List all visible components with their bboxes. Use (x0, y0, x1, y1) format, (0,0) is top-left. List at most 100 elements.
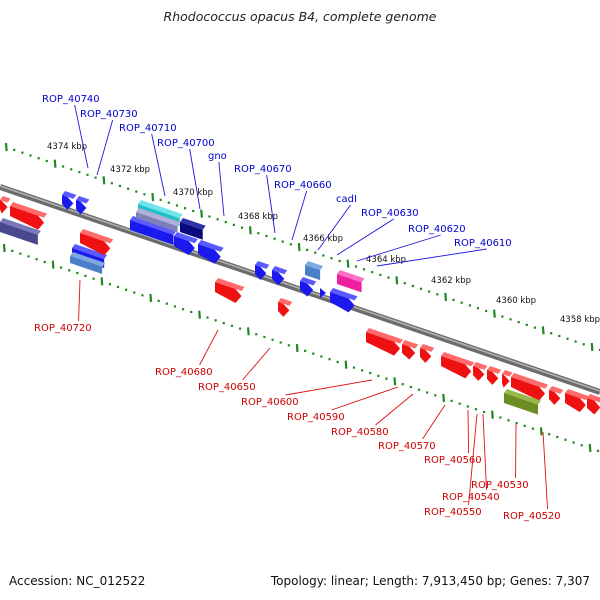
scale-tick-major (200, 209, 203, 218)
scale-tick-minor (265, 234, 268, 238)
scale-tick-minor (167, 201, 170, 204)
gene-block-forward (300, 277, 317, 297)
gene-block-reverse (502, 370, 513, 388)
scale-tick-minor (78, 171, 81, 174)
scale-tick-minor (328, 358, 331, 361)
gene-block-reverse (565, 389, 589, 413)
scale-tick-major (346, 259, 350, 268)
scale-tick-minor (330, 257, 333, 260)
gene-block-forward (330, 288, 358, 313)
callout-rop-40740 (74, 104, 89, 169)
gene-block-forward (130, 216, 177, 245)
scale-tick-major (344, 360, 348, 369)
scale-label-4358-kbp: 4358 kbp (560, 315, 600, 325)
gene-block-forward (62, 191, 77, 210)
scale-tick-minor (403, 282, 406, 285)
scale-tick-minor (556, 435, 559, 439)
scale-tick-minor (141, 294, 144, 297)
scale-tick-major (295, 343, 299, 353)
gene-block-forward (174, 232, 198, 256)
scale-tick-minor (287, 344, 290, 347)
scale-tick-minor (110, 182, 113, 185)
scale-tick-major (590, 342, 594, 352)
gene-block-forward (272, 266, 288, 286)
gene-label-rop-40590: ROP_40590 (287, 412, 345, 423)
callout-rop-40710 (151, 133, 166, 197)
scale-tick-minor (419, 287, 423, 290)
callout-rop-40630 (336, 218, 394, 256)
scale-tick-minor (181, 308, 185, 311)
scale-tick-major (393, 377, 397, 386)
callout-rop-40730 (96, 119, 114, 176)
scale-tick-minor (116, 285, 120, 289)
scale-tick-minor (385, 377, 388, 380)
gene-block-reverse (549, 386, 564, 405)
scale-label-4366-kbp: 4366 kbp (303, 234, 343, 244)
gene-label-rop-40570: ROP_40570 (378, 441, 436, 452)
gene-label-rop-40720: ROP_40720 (34, 323, 92, 334)
gene-label-rop-40740: ROP_40740 (42, 94, 100, 105)
scale-tick-minor (257, 232, 260, 235)
gene-label-rop-40710: ROP_40710 (119, 123, 177, 134)
gene-label-cadi: cadI (336, 194, 357, 205)
callout-rop-40550 (468, 413, 478, 506)
callout-rop-40540 (482, 413, 487, 491)
callout-cadi (317, 204, 351, 251)
scale-tick-minor (582, 343, 585, 346)
scale-tick-major (51, 260, 55, 269)
scale-tick-minor (371, 271, 374, 274)
scale-label-4362-kbp: 4362 kbp (431, 276, 471, 286)
scale-tick-minor (322, 254, 325, 257)
scale-tick-minor (157, 299, 160, 302)
scale-tick-minor (118, 184, 122, 188)
gene-label-rop-40620: ROP_40620 (408, 224, 466, 235)
scale-tick-minor (312, 352, 315, 355)
scale-tick-minor (255, 333, 258, 336)
scale-tick-minor (409, 385, 412, 389)
gene-label-rop-40550: ROP_40550 (424, 507, 482, 518)
scale-tick-minor (222, 322, 225, 325)
gene-block-reverse (80, 229, 114, 256)
scale-tick-minor (598, 348, 600, 351)
scale-tick-minor (436, 293, 439, 296)
scale-tick-major (248, 226, 252, 235)
gene-block-reverse (420, 344, 435, 363)
scale-tick-minor (499, 416, 502, 419)
scale-tick-minor (362, 268, 366, 271)
scale-tick-minor (572, 441, 575, 444)
scale-tick-minor (566, 337, 569, 340)
gene-label-rop-40700: ROP_40700 (157, 138, 215, 149)
callout-rop-40580 (375, 393, 414, 426)
scale-tick-minor (426, 391, 429, 394)
scale-tick-minor (352, 366, 356, 369)
callout-rop-40680 (199, 329, 219, 366)
scale-tick-minor (517, 321, 520, 324)
scale-tick-minor (281, 240, 284, 243)
scale-tick-minor (580, 444, 583, 447)
scale-label-4374-kbp: 4374 kbp (47, 142, 87, 152)
label-callouts (74, 104, 548, 510)
gene-label-rop-40610: ROP_40610 (454, 238, 512, 249)
scale-tick-major (198, 310, 201, 319)
gene-block-forward (76, 196, 90, 215)
callout-rop-40520 (542, 431, 548, 510)
scale-tick-major (541, 326, 545, 335)
scale-tick-major (493, 309, 496, 318)
scale-tick-minor (208, 215, 211, 218)
gene-block-navy (180, 218, 206, 240)
scale-tick-minor (45, 159, 48, 163)
callout-rop-40720 (78, 279, 81, 322)
scale-tick-minor (35, 258, 38, 261)
gene-block-steel (70, 252, 106, 274)
gene-block-reverse (0, 196, 11, 214)
callout-rop-40570 (422, 404, 446, 440)
gene-block-reverse (366, 328, 404, 356)
scale-tick-major (149, 293, 153, 303)
gene-block-reverse (402, 340, 419, 360)
scale-tick-major (100, 277, 104, 286)
scale-tick-minor (86, 173, 89, 176)
scale-label-4372-kbp: 4372 kbp (110, 165, 150, 175)
scale-tick-minor (466, 405, 469, 408)
gene-label-rop-40530: ROP_40530 (471, 480, 529, 491)
scale-tick-major (2, 243, 6, 253)
